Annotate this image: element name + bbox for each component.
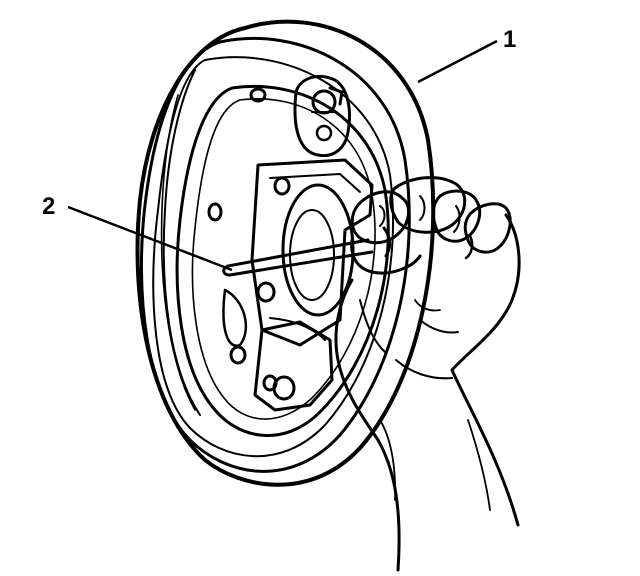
- callout-2-leader: [67, 205, 233, 272]
- callout-2: 2: [42, 193, 233, 272]
- adjusting-tool: [222, 238, 374, 277]
- callout-2-label: 2: [42, 193, 55, 220]
- callout-1-label: 1: [503, 26, 516, 53]
- brake-drum: [135, 19, 436, 487]
- callout-1-leader: [417, 39, 498, 84]
- hand: [334, 176, 521, 572]
- wheel-cylinder: [293, 75, 351, 158]
- callout-1: 1: [417, 26, 516, 84]
